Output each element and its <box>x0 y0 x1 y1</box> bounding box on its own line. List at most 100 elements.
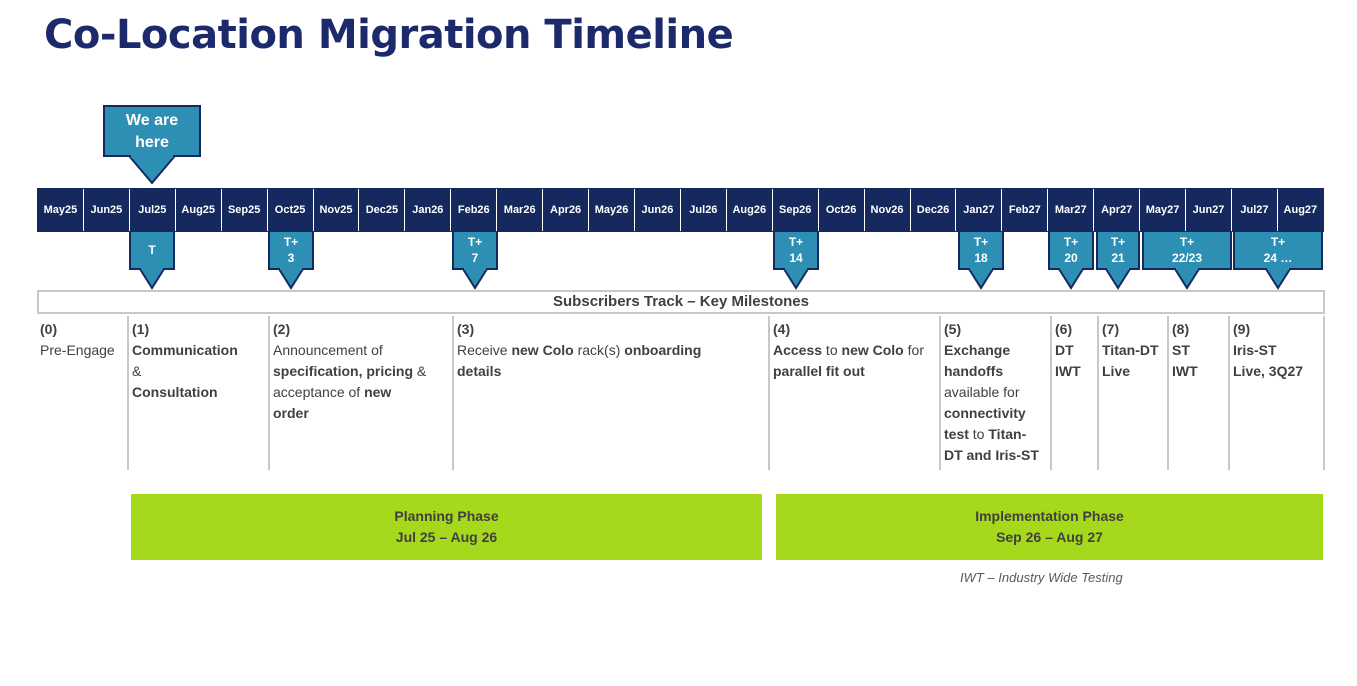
month-cell: Dec26 <box>911 189 957 231</box>
page-title: Co-Location Migration Timeline <box>44 12 734 58</box>
milestone-4: (4) Access to new Colo for parallel fit … <box>770 316 940 470</box>
milestone-1: (1) Communication & Consultation <box>129 316 268 470</box>
milestone-number: (8) <box>1172 321 1190 337</box>
milestone-text: parallel fit out <box>773 363 865 379</box>
month-cell: Jan26 <box>405 189 452 231</box>
down-arrow-icon <box>1105 268 1131 290</box>
month-cell: Aug27 <box>1283 204 1318 216</box>
milestone-marker-t14: T+14 <box>773 232 819 292</box>
milestone-text: acceptance of <box>273 384 365 400</box>
marker-label: T+ <box>283 235 299 249</box>
phase-name: Planning Phase <box>394 508 499 524</box>
milestone-text: available for <box>944 384 1020 400</box>
planning-phase-bar: Planning Phase Jul 25 – Aug 26 <box>131 494 762 560</box>
month-cell: Apr26 <box>543 189 590 231</box>
marker-label: T+ <box>973 235 989 249</box>
milestone-text: test <box>944 426 969 442</box>
marker-value: 3 <box>287 251 295 265</box>
milestone-2: (2) Announcement of specification, prici… <box>270 316 452 470</box>
month-cell: Jun25 <box>84 189 130 231</box>
marker-value: 24 … <box>1263 251 1293 265</box>
milestone-text: Access <box>773 342 823 358</box>
milestone-9: (9) Iris-ST Live, 3Q27 <box>1230 316 1323 470</box>
marker-value: 7 <box>471 251 479 265</box>
month-cell: Jul26 <box>681 189 727 231</box>
milestone-divider <box>768 316 770 470</box>
callout-line-1: We are <box>125 112 179 129</box>
month-cell: Jun26 <box>635 189 681 231</box>
milestone-number: (1) <box>132 321 150 337</box>
milestone-text: IWT <box>1055 363 1081 379</box>
marker-label: T+ <box>1063 235 1079 249</box>
month-cell: May27 <box>1140 189 1187 231</box>
milestone-divider <box>1050 316 1052 470</box>
phase-range: Sep 26 – Aug 27 <box>996 529 1103 545</box>
milestone-text: DT and Iris-ST <box>944 447 1039 463</box>
milestone-text: to <box>822 342 842 358</box>
month-cell: Feb26 <box>451 189 498 231</box>
month-cell: Nov25 <box>314 189 360 231</box>
milestone-8: (8) ST IWT <box>1169 316 1229 470</box>
milestone-text: order <box>273 405 309 421</box>
milestone-text: for <box>903 342 924 358</box>
milestone-number: (4) <box>773 321 791 337</box>
month-bar: May25 Jun25 Jul25 Aug25 Sep25 Oct25 Nov2… <box>37 188 1324 232</box>
month-cell: May25 <box>38 189 84 231</box>
footnote: IWT – Industry Wide Testing <box>960 570 1123 585</box>
milestone-marker-t22-23: T+22/23 <box>1142 232 1232 292</box>
month-cell: Mar26 <box>497 189 544 231</box>
marker-label: T <box>148 243 156 257</box>
milestone-text: Exchange <box>944 342 1011 358</box>
month-cell: Jan27 <box>956 189 1003 231</box>
milestone-divider <box>1323 316 1325 470</box>
milestone-marker-t18: T+ 18 <box>958 232 1004 292</box>
month-cell: Dec25 <box>359 189 406 231</box>
we-are-here-callout: We are here <box>103 105 201 157</box>
marker-label: T+ <box>1179 235 1195 249</box>
month-cell: Oct25 <box>268 189 314 231</box>
milestone-number: (3) <box>457 321 475 337</box>
callout-line-2: here <box>135 134 169 151</box>
month-cell: Oct26 <box>819 189 865 231</box>
marker-value: 21 <box>1111 251 1125 265</box>
down-arrow-icon <box>783 268 809 290</box>
phase-range: Jul 25 – Aug 26 <box>395 529 498 545</box>
down-arrow-icon <box>1174 268 1200 290</box>
down-arrow-icon <box>1058 268 1084 290</box>
milestone-text: & <box>413 363 427 379</box>
milestone-text: ST <box>1172 342 1190 358</box>
milestone-divider <box>1097 316 1099 470</box>
milestone-text: onboarding <box>624 342 702 358</box>
milestone-text: Live, 3Q27 <box>1233 363 1304 379</box>
milestone-marker-t20: T+ 20 <box>1048 232 1094 292</box>
milestone-text: to <box>968 426 989 442</box>
down-arrow-icon <box>139 268 165 290</box>
milestone-divider <box>1167 316 1169 470</box>
marker-value: 18 <box>974 251 988 265</box>
milestone-text: specification, pricing <box>273 363 414 379</box>
milestone-text: DT <box>1055 342 1074 358</box>
milestone-text: Titan-DT <box>1102 342 1159 358</box>
down-arrow-icon <box>1265 268 1291 290</box>
milestone-text: rack(s) <box>573 342 625 358</box>
milestone-number: (5) <box>944 321 962 337</box>
marker-value: 14 <box>789 251 803 265</box>
milestone-text: Pre-Engage <box>40 342 115 358</box>
marker-value: 20 <box>1064 251 1078 265</box>
month-cell: Feb27 <box>1002 189 1049 231</box>
milestone-3: (3) Receive new Colo rack(s) onboarding … <box>454 316 768 470</box>
month-cell: Apr27 <box>1094 189 1141 231</box>
milestones-table: (0) Pre-Engage (1) Communication & Consu… <box>37 316 1325 470</box>
milestone-7: (7) Titan-DT Live <box>1099 316 1168 470</box>
milestone-6: (6) DT IWT <box>1052 316 1098 470</box>
milestone-divider <box>268 316 270 470</box>
milestone-divider <box>127 316 129 470</box>
milestone-divider <box>1228 316 1230 470</box>
milestone-text: details <box>457 363 502 379</box>
milestone-text: Communication <box>132 342 238 358</box>
phase-name: Implementation Phase <box>975 508 1124 524</box>
implementation-phase-bar: Implementation Phase Sep 26 – Aug 27 <box>776 494 1323 560</box>
month-cell: Aug25 <box>176 189 222 231</box>
month-cell: Jul25 <box>130 189 176 231</box>
milestone-text: handoffs <box>944 363 1004 379</box>
